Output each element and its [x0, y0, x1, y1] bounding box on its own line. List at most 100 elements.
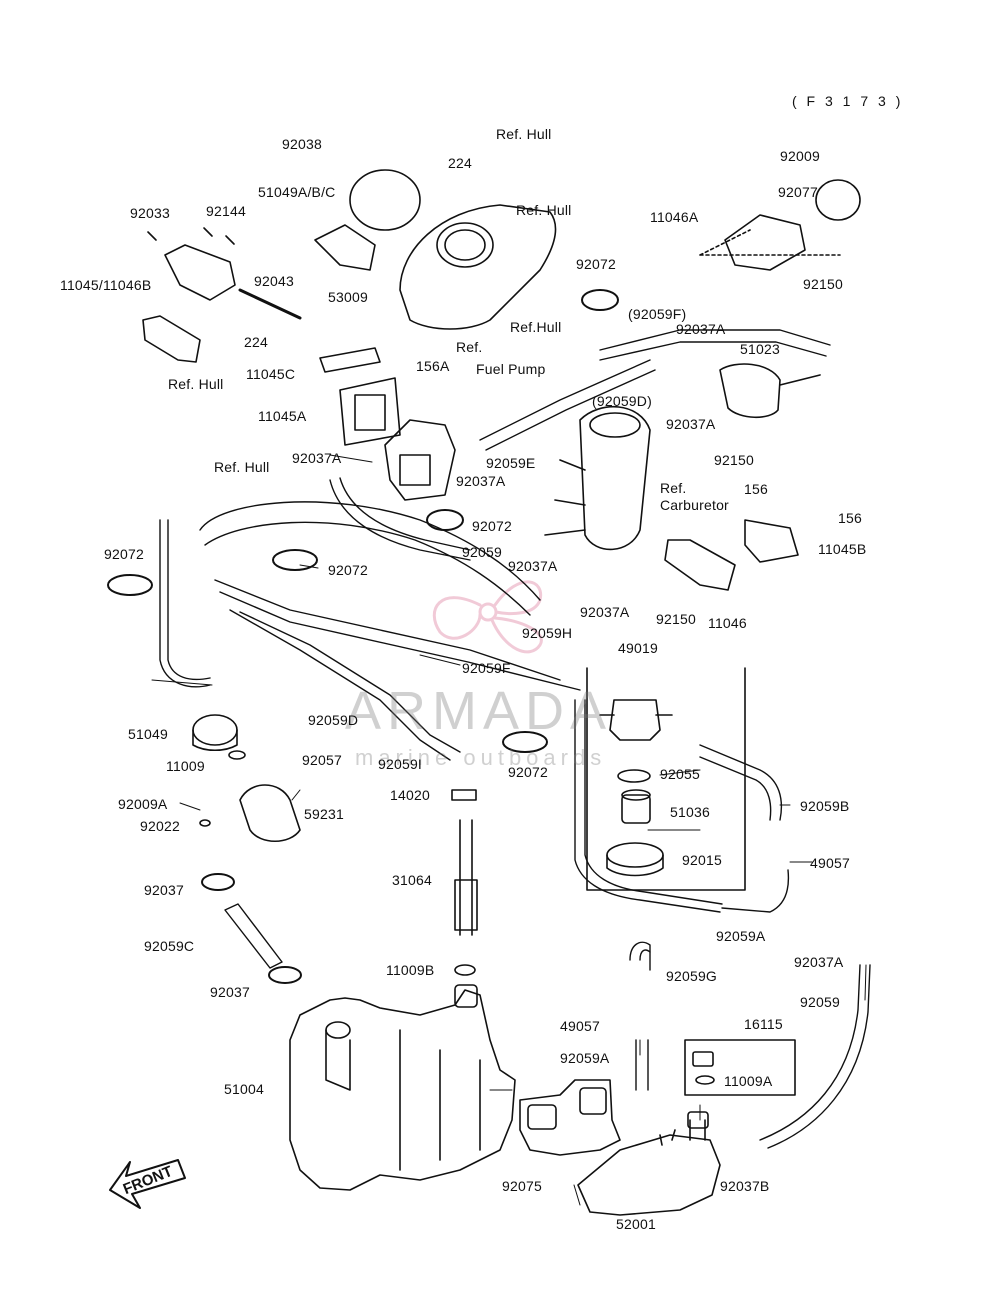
- part-label-92059-far: 92059: [800, 994, 840, 1010]
- part-label-92037-1: 92037: [144, 882, 184, 898]
- part-label-49057-b: 49057: [560, 1018, 600, 1034]
- part-label-11045-11046b: 11045/11046B: [60, 277, 152, 293]
- part-label-92072-left: 92072: [104, 546, 144, 562]
- part-label-156-1: 156: [744, 481, 768, 497]
- part-label-92037b: 92037B: [720, 1178, 770, 1194]
- watermark-brand: ARMADA: [345, 681, 613, 741]
- part-label-92150-c: 92150: [656, 611, 696, 627]
- leader-lines: [151, 454, 867, 1206]
- part-label-92072-mid: 92072: [328, 562, 368, 578]
- part-label-92033: 92033: [130, 205, 170, 221]
- reservoir-shape: [577, 1111, 721, 1216]
- part-label-92059a-b: 92059A: [560, 1050, 610, 1066]
- part-label-31064: 31064: [392, 872, 432, 888]
- part-label-49019: 49019: [618, 640, 658, 656]
- carburetor-shape: [544, 406, 651, 551]
- part-label-11045a: 11045A: [258, 408, 307, 424]
- part-label-92072-low: 92072: [508, 764, 548, 780]
- front-arrow-icon: [109, 1159, 186, 1209]
- part-label-92059d-paren: (92059D): [592, 393, 652, 409]
- part-label-92059e: 92059E: [486, 455, 536, 471]
- part-label-92037a-r2: 92037A: [666, 416, 716, 432]
- part-label-156a: 156A: [416, 358, 450, 374]
- part-label-51023: 51023: [740, 341, 780, 357]
- part-label-92037a-c: 92037A: [456, 473, 506, 489]
- pump-51023-shape: [719, 363, 821, 419]
- part-label-224-left: 224: [244, 334, 268, 350]
- part-label-51004: 51004: [224, 1081, 264, 1097]
- top-right-parts-shape: [699, 179, 861, 271]
- plates-shape: [319, 347, 401, 446]
- part-label-11009b: 11009B: [386, 962, 435, 978]
- part-label-11045c: 11045C: [246, 366, 296, 382]
- part-label-92059i: 92059I: [378, 756, 423, 772]
- part-label-92077: 92077: [778, 184, 818, 200]
- part-label-92072-top: 92072: [576, 256, 616, 272]
- part-label-92059b: 92059B: [800, 798, 850, 814]
- part-label-51049: 51049: [128, 726, 168, 742]
- part-label-92037a-c3: 92037A: [580, 604, 630, 620]
- part-label-11009: 11009: [166, 758, 205, 774]
- ref-label-hull-top: Ref. Hull: [496, 126, 552, 142]
- hull-cover-shape: [314, 169, 557, 330]
- part-label-224-top: 224: [448, 155, 472, 171]
- part-label-49057-r: 49057: [810, 855, 850, 871]
- part-label-92055: 92055: [660, 766, 700, 782]
- part-label-51049abc: 51049A/B/C: [258, 184, 336, 200]
- part-label-92057: 92057: [302, 752, 342, 768]
- part-label-52001: 52001: [616, 1216, 656, 1232]
- part-label-92037a-r1: 92037A: [676, 321, 726, 337]
- ref-label-carburetor-1: Ref.: [660, 480, 687, 496]
- fuel-pump-shape: [384, 419, 456, 501]
- group-bracket-16115: [684, 1039, 796, 1096]
- part-label-92009: 92009: [780, 148, 820, 164]
- ref-label-hull-cover: Ref. Hull: [516, 202, 572, 218]
- part-label-53009: 53009: [328, 289, 368, 305]
- watermark-tagline: marine outboards: [355, 745, 607, 770]
- left-brackets-shape: [142, 227, 302, 363]
- sender-31064-shape: [451, 789, 478, 976]
- part-label-92059f-paren: (92059F): [628, 306, 687, 322]
- part-label-92072-c: 92072: [472, 518, 512, 534]
- ref-label-hull-left: Ref. Hull: [168, 376, 224, 392]
- part-label-14020: 14020: [390, 787, 430, 803]
- part-label-92059a-r: 92059A: [716, 928, 766, 944]
- ref-label-hull-pipe: Ref. Hull: [214, 459, 270, 475]
- bracket-53009: [314, 224, 376, 271]
- part-label-11045b: 11045B: [818, 541, 867, 557]
- cap-parts-shape: [192, 714, 301, 842]
- bracket-92075-shape: [519, 1079, 621, 1156]
- wm-blade-2: [493, 580, 543, 615]
- part-label-92075: 92075: [502, 1178, 542, 1194]
- ref-label-hull-mid: Ref.Hull: [510, 319, 562, 335]
- cap-51049abc: [349, 169, 421, 231]
- part-label-92059f: 92059F: [462, 660, 511, 676]
- part-label-92015: 92015: [682, 852, 722, 868]
- part-label-156-2: 156: [838, 510, 862, 526]
- clamps-shape: [107, 289, 619, 984]
- parts-16115-shape: [692, 1051, 715, 1085]
- figure-code: ( F 3 1 7 3 ): [792, 93, 904, 109]
- part-label-92043: 92043: [254, 273, 294, 289]
- part-label-92059c: 92059C: [144, 938, 195, 954]
- fuel-hoses: [159, 329, 871, 1149]
- ref-label-carburetor-2: Carburetor: [660, 497, 729, 513]
- part-label-59231: 59231: [304, 806, 344, 822]
- part-label-51036: 51036: [670, 804, 710, 820]
- part-label-92037a-l: 92037A: [292, 450, 342, 466]
- part-label-11046a: 11046A: [650, 209, 699, 225]
- part-label-92009a: 92009A: [118, 796, 168, 812]
- part-label-11046: 11046: [708, 615, 747, 631]
- part-label-92037-2: 92037: [210, 984, 250, 1000]
- fuel-filter-shape: [599, 699, 673, 877]
- part-label-92059d: 92059D: [308, 712, 359, 728]
- ref-label-fuel-pump-2: Fuel Pump: [476, 361, 546, 377]
- right-brackets-shape: [664, 519, 799, 591]
- part-label-11009a: 11009A: [724, 1073, 773, 1089]
- group-bracket-49019: [586, 667, 746, 891]
- part-label-92037a-far: 92037A: [794, 954, 844, 970]
- part-label-92150-tr: 92150: [803, 276, 843, 292]
- part-label-92059h: 92059H: [522, 625, 573, 641]
- part-label-92144: 92144: [206, 203, 246, 219]
